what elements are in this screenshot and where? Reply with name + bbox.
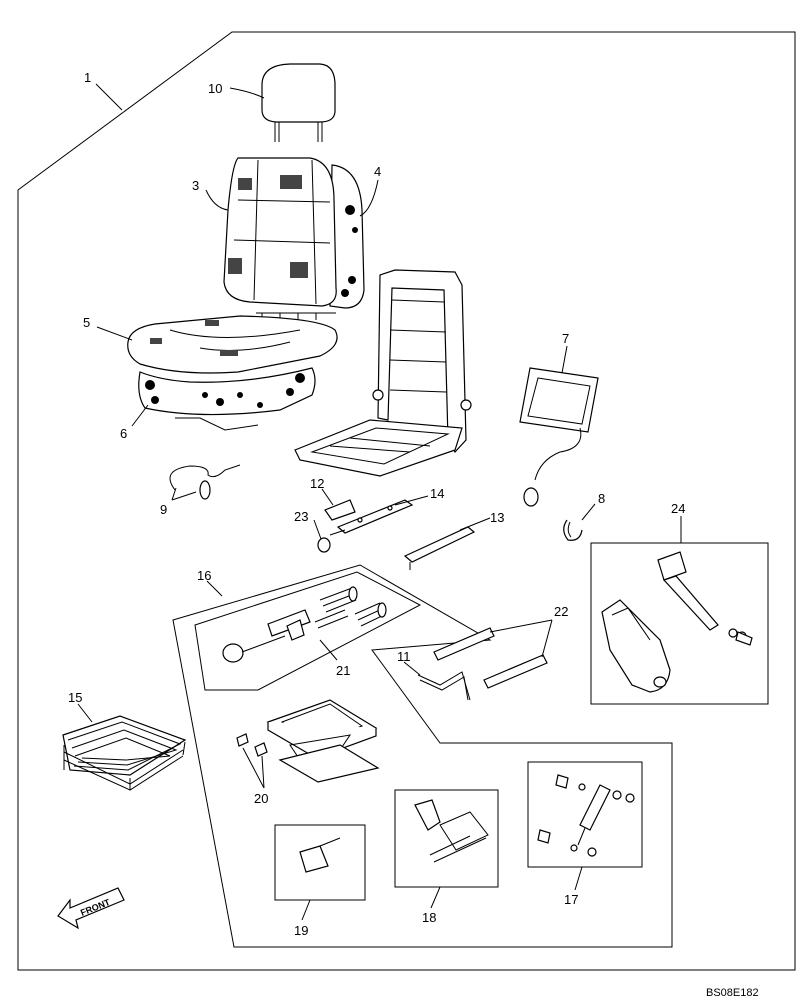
callout-21: 21 — [336, 663, 350, 678]
part-rail-22a — [433, 627, 495, 661]
part-17-box — [527, 761, 643, 868]
assembly-boundary — [17, 31, 796, 971]
callout-16: 16 — [197, 568, 211, 583]
part-seat-cushion — [127, 315, 338, 374]
part-clips-20 — [236, 733, 268, 757]
callout-4: 4 — [374, 164, 381, 179]
callout-5: 5 — [83, 315, 90, 330]
callout-24: 24 — [671, 501, 685, 516]
callout-13: 13 — [490, 510, 504, 525]
part-cushion-cover — [62, 715, 187, 791]
part-clip — [563, 519, 583, 541]
callout-18: 18 — [422, 910, 436, 925]
callout-12: 12 — [310, 476, 324, 491]
part-linkage-18 — [414, 799, 489, 863]
part-seat-belt — [601, 551, 753, 693]
part-cable — [169, 464, 241, 500]
part-lever-19 — [299, 837, 341, 873]
front-arrow — [57, 887, 125, 930]
part-spring-assembly — [222, 586, 387, 663]
part-bracket-12 — [324, 499, 356, 521]
drawing-code: BS08E182 — [706, 987, 759, 999]
callout-1: 1 — [84, 70, 91, 85]
callout-7: 7 — [562, 331, 569, 346]
part-shock-absorber-17 — [537, 774, 635, 857]
callout-11: 11 — [397, 649, 411, 664]
callout-22: 22 — [554, 604, 568, 619]
callout-23: 23 — [294, 509, 308, 524]
callout-20: 20 — [254, 791, 268, 806]
part-slide-rail-13 — [403, 526, 476, 570]
callout-9: 9 — [160, 502, 167, 517]
part-seat-cushion-base — [138, 367, 316, 431]
part-24-box — [590, 542, 769, 705]
part-rod-11 — [417, 671, 471, 701]
part-panel-with-cable — [519, 367, 599, 507]
part-headrest — [261, 63, 336, 142]
part-19-box — [274, 824, 366, 901]
suspension-kit-boundary — [172, 564, 673, 948]
part-21-inset-box — [194, 571, 422, 691]
callout-17: 17 — [564, 892, 578, 907]
part-seat-frame — [294, 269, 472, 477]
part-suspension-base — [266, 699, 380, 783]
part-backrest — [223, 157, 365, 320]
part-knob-23 — [317, 537, 331, 553]
callout-3: 3 — [192, 178, 199, 193]
callout-19: 19 — [294, 923, 308, 938]
part-rail-22b — [483, 654, 548, 689]
callout-10: 10 — [208, 81, 222, 96]
callout-14: 14 — [430, 486, 444, 501]
callouts: 1 10 3 4 5 6 7 8 9 12 14 23 13 24 16 22 … — [68, 70, 685, 938]
callout-15: 15 — [68, 690, 82, 705]
part-slide-rail-14 — [329, 499, 414, 536]
part-18-box — [394, 789, 499, 888]
callout-8: 8 — [598, 491, 605, 506]
callout-6: 6 — [120, 426, 127, 441]
leader-lines — [77, 83, 682, 921]
